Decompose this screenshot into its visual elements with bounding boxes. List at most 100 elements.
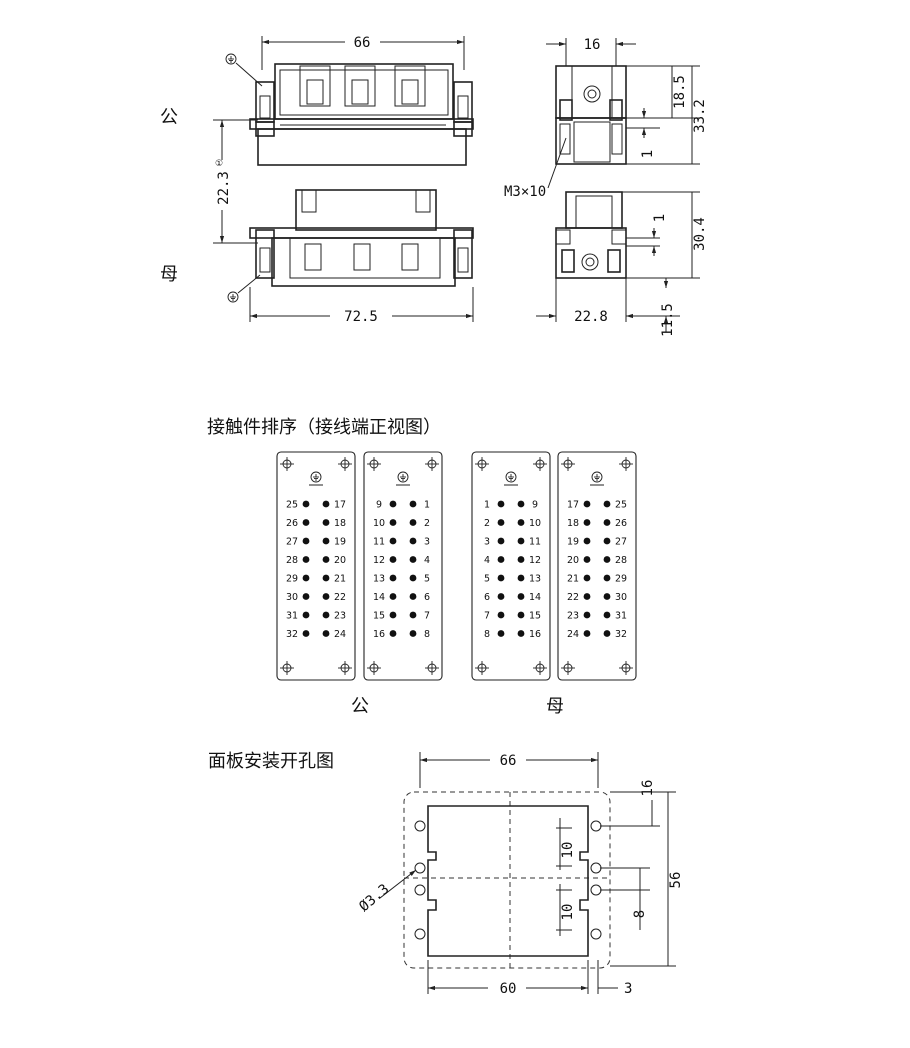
mounting-cross-icon	[618, 456, 634, 472]
pin-contact-dot	[409, 537, 417, 545]
pin-number-label: 26	[286, 518, 298, 529]
pin-panel-frame	[276, 451, 356, 681]
pin-number-label: 21	[567, 574, 579, 585]
pin-number-label: 27	[286, 537, 298, 548]
pin-contact-dot	[322, 537, 330, 545]
mounting-cross-icon	[337, 660, 353, 676]
pin-number-label: 1	[424, 500, 430, 511]
pin-number-label: 17	[334, 500, 346, 511]
female-connector-front-view: 72.5	[227, 189, 474, 325]
pin-contact-dot	[583, 630, 591, 637]
side-view: 16 18.5 33.2 1 M3×10	[504, 37, 708, 337]
male-connector-front-view: 66	[225, 35, 474, 166]
pin-number-label: 4	[484, 555, 490, 566]
pin-number-label: 8	[484, 629, 490, 640]
pin-panel-frame	[363, 451, 443, 681]
pin-contact-dot	[517, 537, 525, 545]
pin-contact-dot	[389, 537, 397, 545]
pin-number-label: 5	[424, 574, 430, 585]
pin-number-label: 14	[529, 592, 541, 603]
pin-contact-dot	[517, 611, 525, 619]
pin-contact-dot	[517, 556, 525, 563]
mounting-cross-icon	[279, 456, 295, 472]
pin-contact-dot	[322, 630, 330, 637]
pin-contact-dot	[497, 537, 505, 545]
pin-number-label: 4	[424, 555, 430, 566]
mounting-cross-icon	[366, 660, 382, 676]
dim-hole-diameter: Ø3.3	[356, 881, 392, 915]
pin-number-label: 3	[484, 537, 490, 548]
pin-contact-dot	[517, 574, 525, 582]
pin-contact-dot	[583, 537, 591, 545]
pin-number-label: 28	[615, 555, 627, 566]
pin-contact-dot	[389, 500, 397, 508]
female-label: 母	[160, 264, 178, 285]
pin-number-label: 6	[484, 592, 490, 603]
pin-contact-dot	[389, 574, 397, 582]
pin-contact-dot	[583, 611, 591, 619]
pin-number-label: 24	[567, 629, 579, 640]
pin-number-label: 12	[529, 555, 541, 566]
dim-cutout-10-b: 10	[560, 904, 576, 921]
pin-number-label: 10	[529, 518, 541, 529]
mounting-cross-icon	[424, 660, 440, 676]
pin-number-label: 13	[373, 574, 385, 585]
pin-contact-dot	[497, 556, 505, 563]
dim-cutout-56: 56	[668, 872, 684, 889]
pin-contact-dot	[302, 574, 310, 582]
dim-cutout-66: 66	[500, 753, 517, 769]
pin-contact-dot	[497, 630, 505, 637]
height-dimension-22-3: 22.3 ①	[213, 119, 258, 244]
pin-contact-dot	[322, 556, 330, 563]
pin-number-label: 9	[532, 500, 538, 511]
pin-number-label: 1	[484, 500, 490, 511]
pin-contact-dot	[302, 537, 310, 545]
pin-contact-dot	[583, 574, 591, 582]
pin-number-label: 22	[567, 592, 579, 603]
pin-number-label: 22	[334, 592, 346, 603]
pin-contact-dot	[322, 611, 330, 619]
pin-contact-dot	[409, 611, 417, 619]
pin-number-label: 15	[529, 611, 541, 622]
pin-number-label: 25	[615, 500, 627, 511]
pin-number-label: 16	[373, 629, 385, 640]
ground-symbol-icon	[225, 53, 237, 65]
pin-contact-dot	[497, 500, 505, 508]
pin-contact-dot	[583, 593, 591, 600]
pin-number-label: 20	[567, 555, 579, 566]
dim-22-8: 22.8	[574, 309, 608, 325]
pin-number-label: 9	[376, 500, 382, 511]
mounting-cross-icon	[279, 660, 295, 676]
mounting-cross-icon	[618, 660, 634, 676]
pin-contact-dot	[517, 519, 525, 526]
pin-number-label: 10	[373, 518, 385, 529]
pin-contact-dot	[517, 630, 525, 637]
pin-number-label: 15	[373, 611, 385, 622]
pin-number-label: 27	[615, 537, 627, 548]
ground-symbol-icon	[591, 471, 603, 483]
dim-cutout-60: 60	[500, 981, 517, 997]
pin-contact-dot	[409, 500, 417, 508]
pin-number-label: 5	[484, 574, 490, 585]
pin-contact-dot	[583, 519, 591, 526]
pin-number-label: 30	[615, 592, 627, 603]
pin-contact-dot	[583, 556, 591, 563]
panel-cutout-drawing: 66 Ø3.3 10 10 16 8 56	[356, 752, 684, 997]
mounting-cross-icon	[337, 456, 353, 472]
dim-cutout-16: 16	[640, 780, 656, 797]
pin-number-label: 12	[373, 555, 385, 566]
pin-number-label: 30	[286, 592, 298, 603]
pin-contact-dot	[389, 630, 397, 637]
dim-width-66: 66	[354, 35, 371, 51]
ground-symbol-icon	[397, 471, 409, 483]
pin-contact-dot	[409, 556, 417, 563]
pin-contact-dot	[322, 593, 330, 600]
pin-contact-dot	[302, 556, 310, 563]
pin-contact-dot	[603, 611, 611, 619]
pin-number-label: 32	[615, 629, 627, 640]
dim-width-72-5: 72.5	[344, 309, 378, 325]
